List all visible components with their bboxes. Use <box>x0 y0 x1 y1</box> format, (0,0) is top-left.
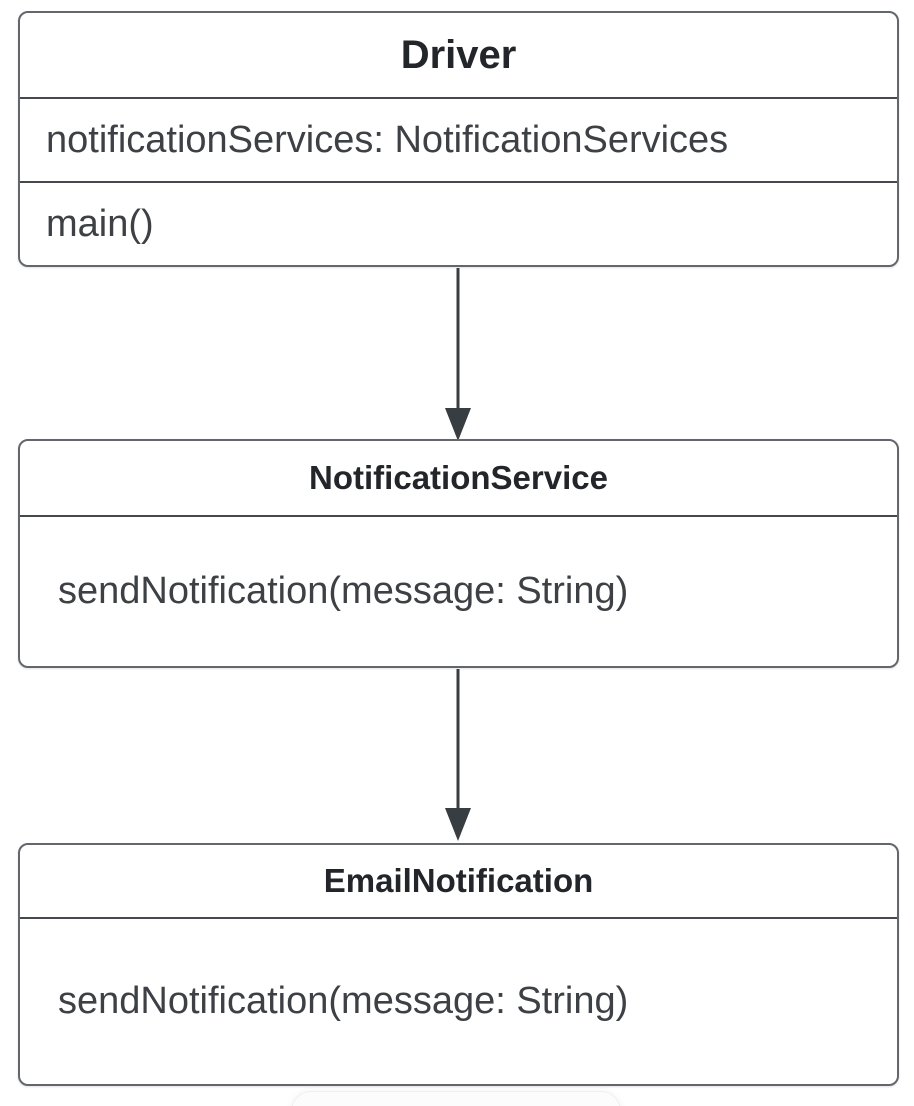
class-node-emailnotification[interactable]: EmailNotification sendNotification(messa… <box>18 843 899 1086</box>
attribute-line: notificationServices: NotificationServic… <box>46 118 729 161</box>
method-line: sendNotification(message: String) <box>58 980 629 1022</box>
methods-compartment: main() <box>20 181 897 265</box>
attributes-compartment: notificationServices: NotificationServic… <box>20 97 897 181</box>
arrowhead-down-icon <box>445 408 471 441</box>
class-node-driver[interactable]: Driver notificationServices: Notificatio… <box>18 11 899 267</box>
arrowhead-down-icon <box>445 808 471 841</box>
connector-driver-to-notificationservice[interactable] <box>445 268 471 441</box>
class-title-driver: Driver <box>400 32 517 77</box>
methods-compartment: sendNotification(message: String) <box>20 917 897 1084</box>
class-title-emailnotification: EmailNotification <box>323 862 594 899</box>
methods-compartment: sendNotification(message: String) <box>20 515 897 666</box>
connector-notificationservice-to-emailnotification[interactable] <box>445 669 471 841</box>
class-title-notificationservice: NotificationService <box>309 459 608 496</box>
class-node-notificationservice[interactable]: NotificationService sendNotification(mes… <box>18 439 899 668</box>
method-line: main() <box>46 202 154 245</box>
partial-shape-bottom <box>291 1091 621 1106</box>
method-line: sendNotification(message: String) <box>58 570 629 612</box>
